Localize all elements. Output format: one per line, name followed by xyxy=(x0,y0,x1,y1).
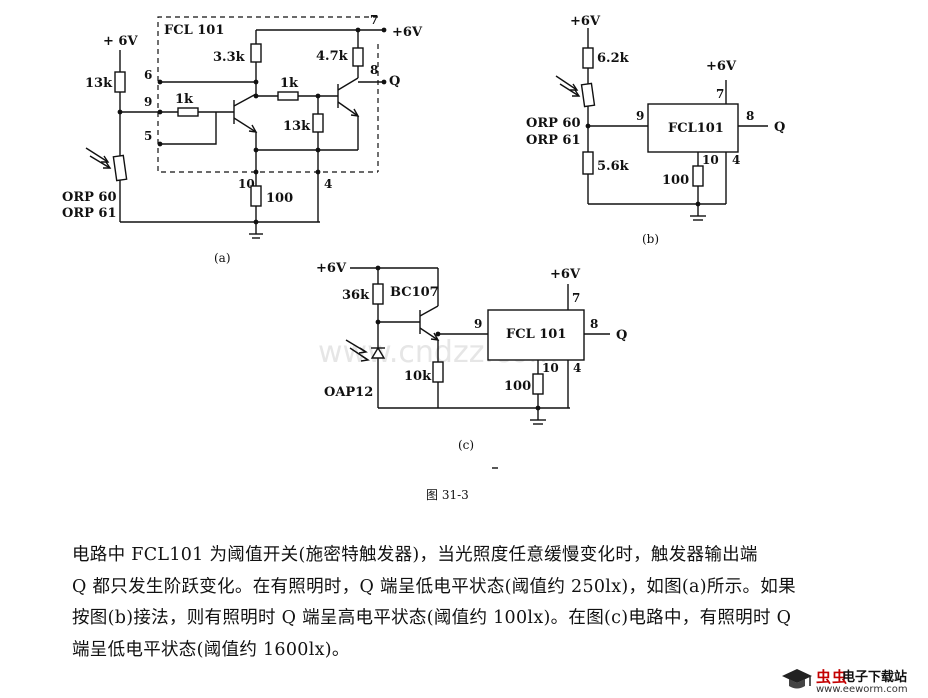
description-line-2: Q 都只发生阶跃变化。在有照明时，Q 端呈低电平状态(阈值约 250lx)，如图… xyxy=(72,576,796,597)
r-bottom-label-b: 5.6k xyxy=(597,159,630,174)
ground-icon xyxy=(530,419,546,425)
logo-site: 电子下载站 xyxy=(842,670,908,685)
sensor-label-b-2: ORP 61 xyxy=(526,133,581,148)
graduation-cap-icon xyxy=(782,669,812,689)
r-couple-label-a: 1k xyxy=(280,76,299,91)
resistor-6.2k xyxy=(582,47,594,69)
output-q-c: Q xyxy=(616,328,627,343)
supply-left-c: +6V xyxy=(316,261,347,276)
output-q-b: Q xyxy=(774,120,785,135)
transistor-icon xyxy=(419,305,440,341)
description-line-4: 端呈低电平状态(阈值约 1600lx)。 xyxy=(72,639,350,660)
pin8-a: 8 xyxy=(370,63,378,77)
pin7-a: 7 xyxy=(370,13,378,27)
panel-b: +6V 6.2k 9 ORP 60 ORP 61 5.6k FCL101 7 +… xyxy=(526,14,785,246)
r-top-label-c: 36k xyxy=(342,288,370,303)
sensor-label-b-1: ORP 60 xyxy=(526,116,581,131)
description-line-3: 按图(b)接法，则有照明时 Q 端呈高电平状态(阈值约 100lx)。在图(c)… xyxy=(72,608,792,628)
transistor-label-c: BC107 xyxy=(390,285,439,300)
pin9-b: 9 xyxy=(636,109,644,123)
description-paragraph: 电路中 FCL101 为阈值开关(施密特触发器)，当光照度任意缓慢变化时，触发器… xyxy=(72,540,892,666)
pin4-b: 4 xyxy=(732,153,740,167)
resistor-13k-top xyxy=(114,71,126,93)
transistor-icon xyxy=(233,93,258,133)
sensor-label-a-2: ORP 61 xyxy=(62,206,117,221)
chip-fcl101-c xyxy=(487,309,585,361)
resistor-100-a xyxy=(250,185,262,207)
sensor-label-a-1: ORP 60 xyxy=(62,190,117,205)
ground-icon xyxy=(249,233,263,239)
pin7-supply-a: +6V xyxy=(392,25,423,40)
ground-icon xyxy=(690,215,706,221)
sensor-label-c: OAP12 xyxy=(324,385,373,400)
r-e-label-c: 10k xyxy=(404,369,432,384)
resistor-3.3k xyxy=(250,43,262,63)
transistor-icon xyxy=(337,77,360,117)
pin8-b: 8 xyxy=(746,109,754,123)
resistor-100-c xyxy=(532,373,544,395)
chip-boundary-a xyxy=(157,16,378,173)
panel-b-tag: (b) xyxy=(642,232,659,246)
r-top-label-b: 6.2k xyxy=(597,51,630,66)
resistor-5.6k xyxy=(582,151,594,175)
pin10-c: 10 xyxy=(542,361,559,375)
chip-label-c: FCL 101 xyxy=(506,327,566,342)
logo-name: 虫虫 xyxy=(816,668,849,686)
phototransistor-icon xyxy=(345,339,386,362)
resistor-4.7k xyxy=(352,47,364,67)
chip-label-a: FCL 101 xyxy=(164,23,224,38)
logo-url: www.eeworm.com xyxy=(816,684,908,695)
pin10-b: 10 xyxy=(702,153,719,167)
supply-top-b: +6V xyxy=(570,14,601,29)
pin9-a: 9 xyxy=(144,95,152,109)
chip-label-b: FCL101 xyxy=(668,121,724,136)
resistor-1k-base xyxy=(177,107,199,117)
panel-a: FCL 101 + 6V 13k ORP 60 ORP 61 9 1k 6 5 xyxy=(62,13,423,265)
description-line-1: 电路中 FCL101 为阈值开关(施密特触发器)，当光照度任意缓慢变化时，触发器… xyxy=(72,545,758,565)
supply-chip-b: +6V xyxy=(706,59,737,74)
pin6-a: 6 xyxy=(144,68,152,82)
resistor-10k xyxy=(432,361,444,383)
pin7-b: 7 xyxy=(716,87,724,101)
supply-label-a: + 6V xyxy=(103,34,138,49)
pin7-c: 7 xyxy=(572,291,580,305)
figure-caption: 图 31-3 xyxy=(426,488,469,502)
resistor-13k-emitter xyxy=(312,113,324,133)
r-e-label-a: 13k xyxy=(283,119,311,134)
pin4-a: 4 xyxy=(324,177,332,191)
panel-c: +6V 36k BC107 9 10k xyxy=(316,261,627,452)
resistor-36k xyxy=(372,283,384,305)
site-logo[interactable]: 虫虫 电子下载站 www.eeworm.com xyxy=(778,664,928,698)
photo-resistor-icon xyxy=(85,147,128,182)
r-base-label-a: 1k xyxy=(175,92,194,107)
panel-a-tag: (a) xyxy=(214,251,231,265)
chip-fcl101-b xyxy=(647,103,739,153)
supply-chip-c: +6V xyxy=(550,267,581,282)
pin9-c: 9 xyxy=(474,317,482,331)
pin5-a: 5 xyxy=(144,129,152,143)
r-gnd-label-a: 100 xyxy=(266,191,293,206)
r-c2-label-a: 4.7k xyxy=(316,49,349,64)
output-q-a: Q xyxy=(389,74,400,89)
pin8-c: 8 xyxy=(590,317,598,331)
photo-resistor-icon xyxy=(555,75,596,108)
r-c1-label-a: 3.3k xyxy=(213,50,246,65)
pin4-c: 4 xyxy=(573,361,581,375)
r-gnd-label-b: 100 xyxy=(662,173,689,188)
resistor-1k-couple xyxy=(277,91,299,101)
panel-c-tag: (c) xyxy=(458,438,474,452)
r-top-label-a: 13k xyxy=(85,76,113,91)
resistor-100-b xyxy=(692,165,704,187)
r-gnd-label-c: 100 xyxy=(504,379,531,394)
